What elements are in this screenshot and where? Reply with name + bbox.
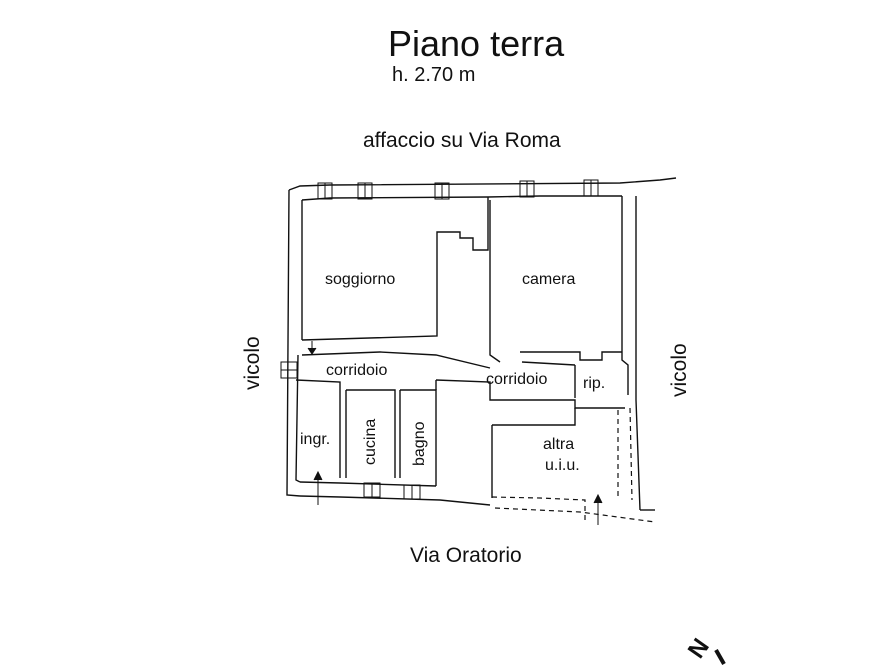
windows-bottom (363, 482, 421, 500)
street-left-label: vicolo (241, 336, 264, 390)
corridor-marker (307, 341, 317, 355)
room-ingr: ingr. (300, 431, 330, 448)
room-altra-line2: u.i.u. (545, 457, 580, 474)
room-corridoio-left: corridoio (326, 362, 387, 379)
other-unit-boundary (491, 407, 656, 523)
entrance-arrow (313, 470, 323, 505)
window-left (280, 361, 298, 379)
room-soggiorno: soggiorno (325, 271, 395, 288)
windows-top (317, 179, 599, 200)
room-camera: camera (522, 271, 575, 288)
north-letter: N (683, 634, 715, 664)
street-top-label: affaccio su Via Roma (363, 129, 561, 152)
entrance-arrow-other-unit (593, 493, 603, 525)
street-bottom-label: Via Oratorio (410, 544, 522, 567)
room-rip: rip. (583, 375, 605, 392)
room-corridoio-right: corridoio (486, 371, 547, 388)
room-altra-line1: altra (543, 436, 574, 453)
interior-walls (295, 197, 625, 498)
plan-title: Piano terra (388, 23, 565, 64)
room-cucina: cucina (362, 419, 379, 465)
street-right-label: vicolo (668, 343, 691, 397)
room-bagno: bagno (411, 421, 428, 466)
ceiling-height: h. 2.70 m (392, 64, 475, 86)
north-arrow-icon: N (683, 634, 726, 665)
